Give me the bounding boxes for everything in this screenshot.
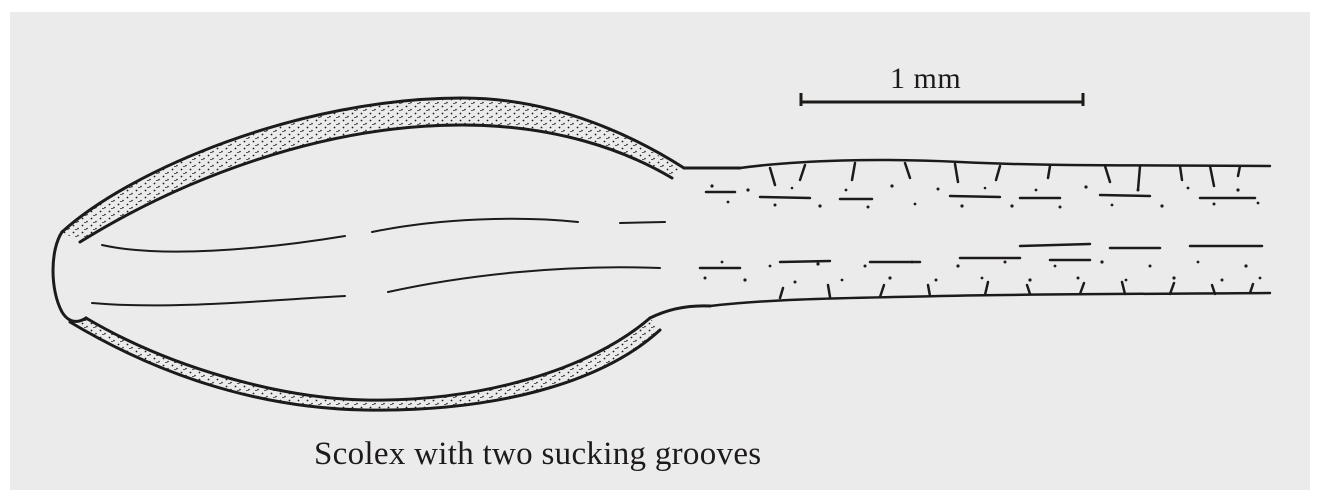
neck-upper-border	[706, 160, 1270, 199]
figure-caption: Scolex with two sucking grooves	[314, 436, 761, 473]
scale-bar-label: 1 mm	[890, 62, 961, 96]
neck-stippling	[704, 184, 1262, 283]
neck-lower-border	[700, 244, 1270, 306]
sucking-grooves	[92, 219, 665, 306]
